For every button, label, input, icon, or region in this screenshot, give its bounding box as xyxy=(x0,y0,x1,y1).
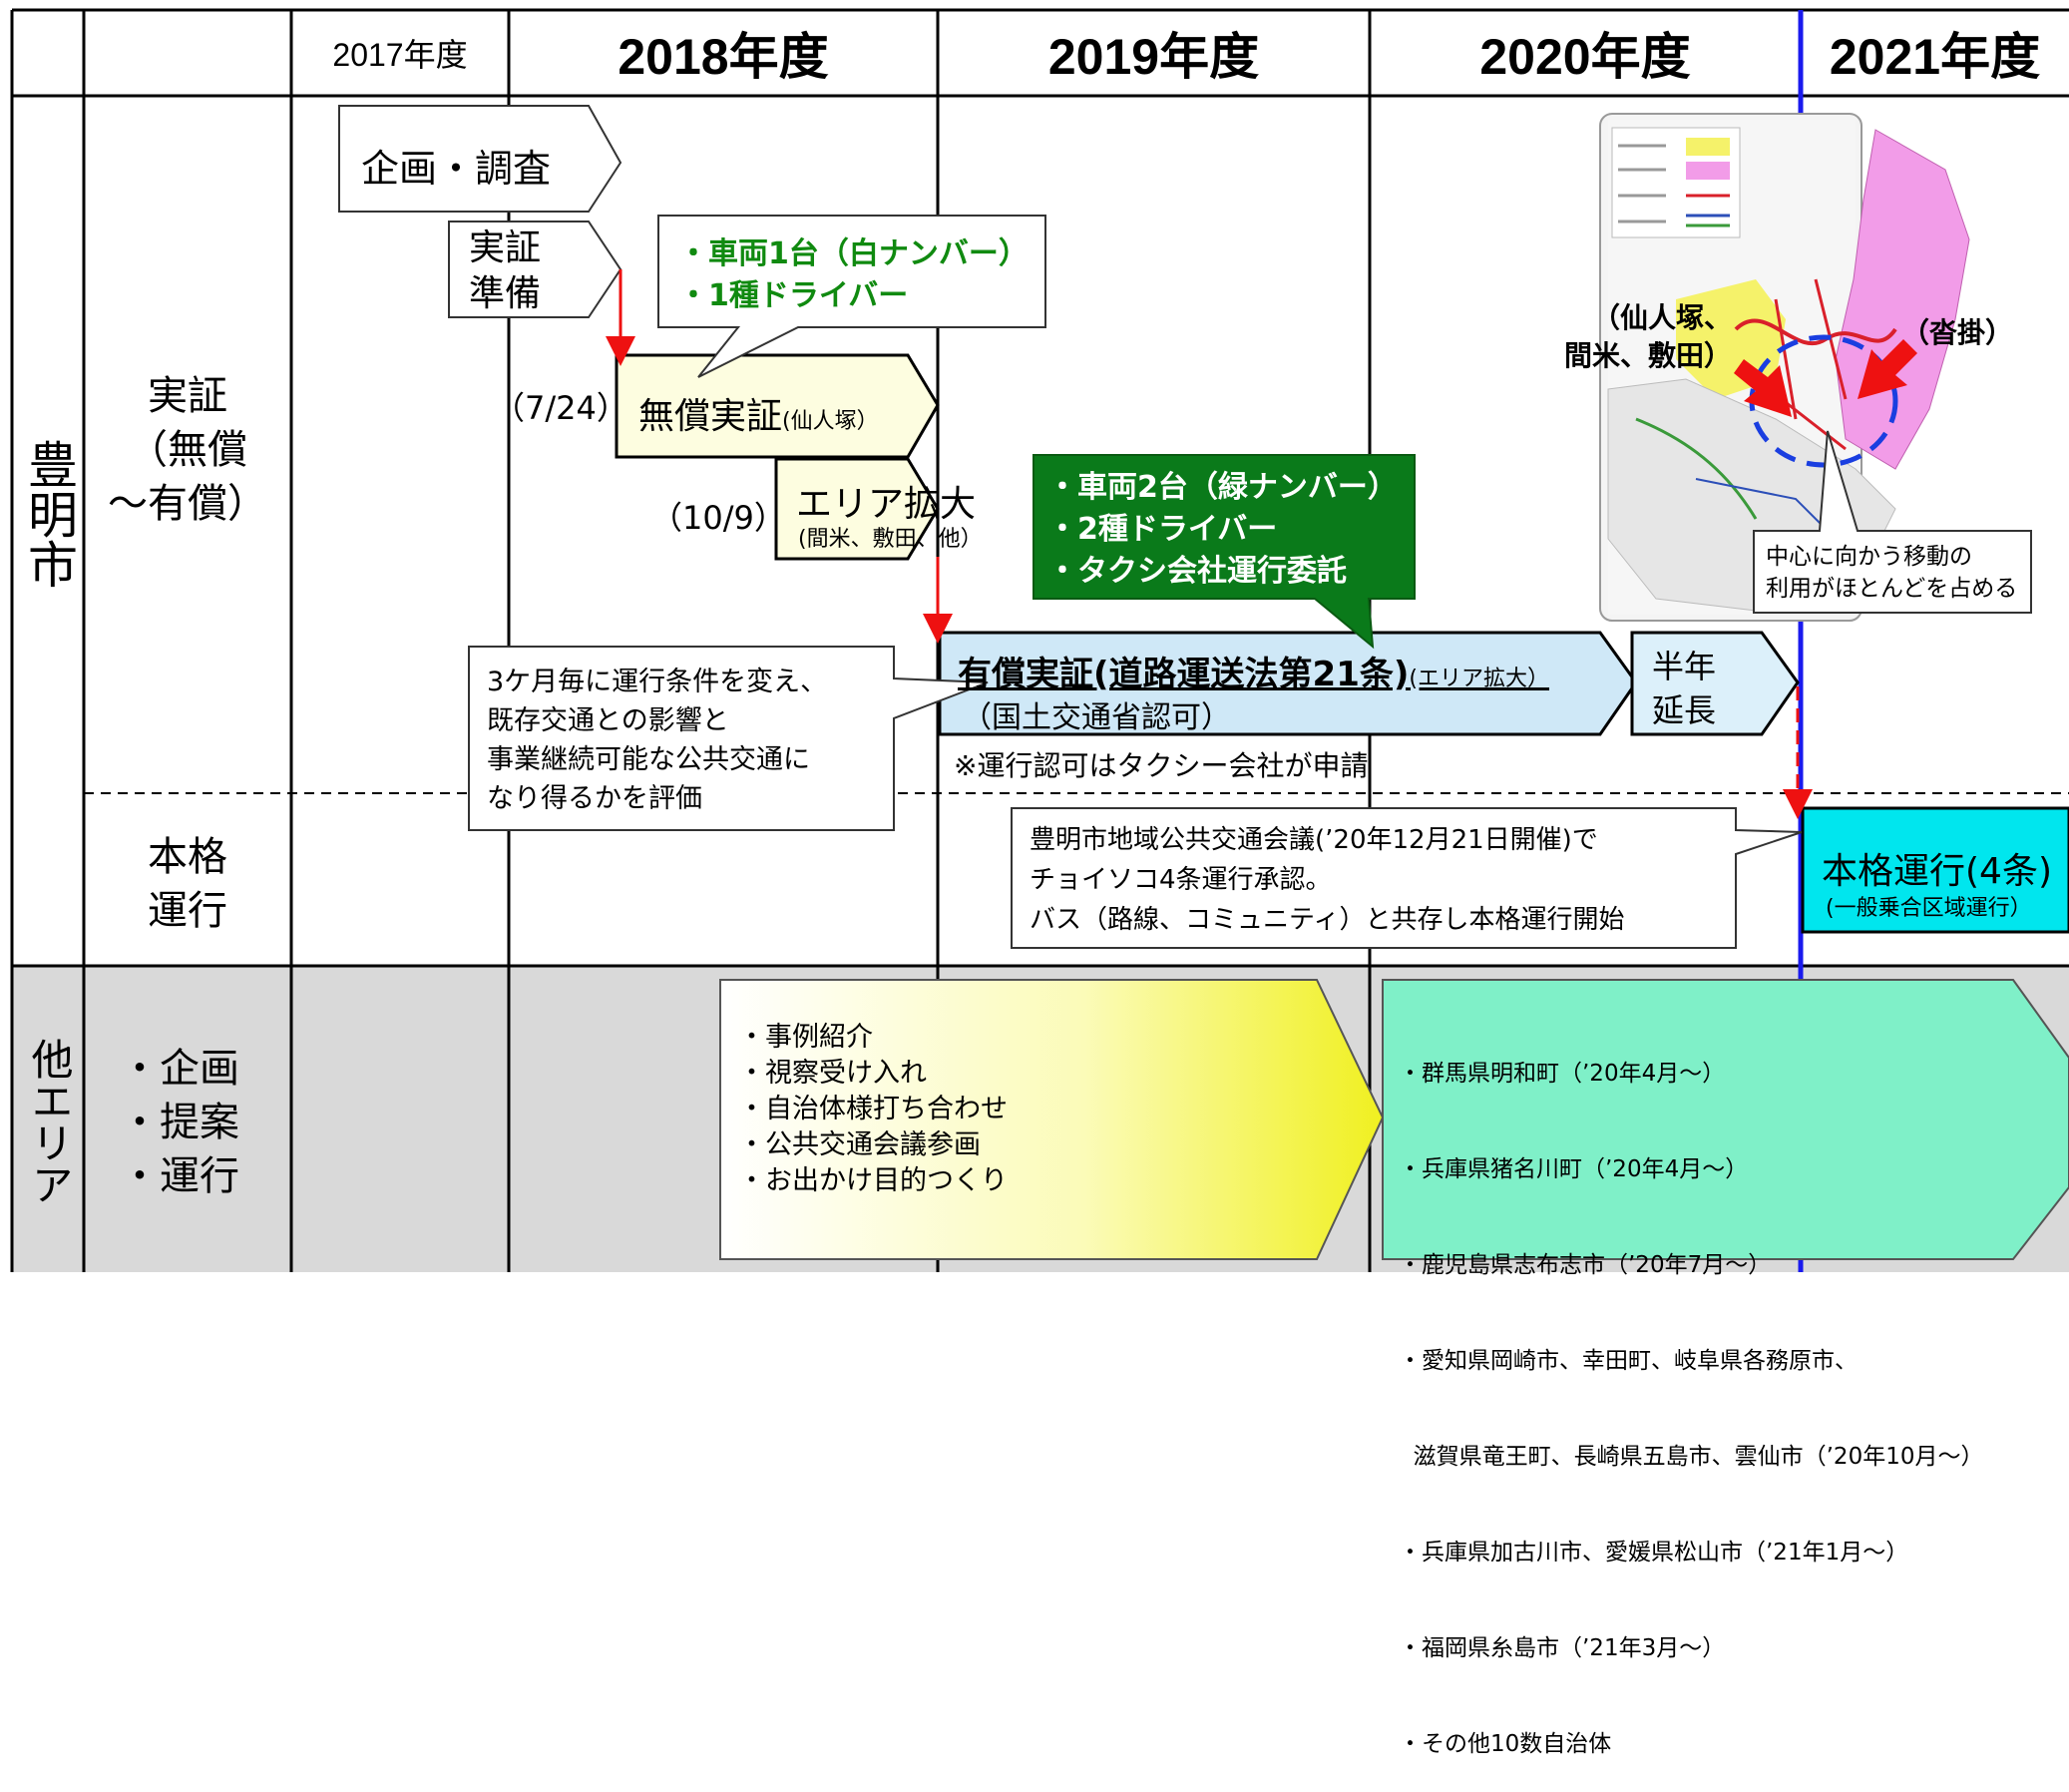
phase-area: エリア拡大 xyxy=(796,484,977,525)
deployment-item: ・愛知県岡崎市、幸田町、岐阜県各務原市、 xyxy=(1399,1348,1858,1374)
header-year-2019: 2019年度 xyxy=(1047,29,1260,85)
phase-area-sub: (間米、敷田、他） xyxy=(798,527,983,552)
deployment-item: ・福岡県糸島市（’21年3月～） xyxy=(1399,1635,1726,1661)
phase-hantoshi: 半年 延長 xyxy=(1652,645,1716,732)
phase-kikaku: 企画・調査 xyxy=(361,147,552,191)
callout-eval-2: 既存交通との影響と xyxy=(487,705,729,736)
phase-musho: 無償実証(仙人塚） xyxy=(638,387,879,439)
phase-yusho-sub: (エリア拡大） xyxy=(1409,667,1549,691)
deployments-shape xyxy=(1382,979,2069,1260)
map-note-shape xyxy=(1753,430,2032,614)
row-label-other: ・企画 ・提案 ・運行 xyxy=(120,1042,291,1203)
callout-eval-4: なり得るかを評価 xyxy=(487,783,702,814)
deployment-item: ・兵庫県猪名川町（’20年4月～） xyxy=(1399,1156,1749,1182)
deployment-item: 滋賀県竜王町、長崎県五島市、雲仙市（’20年10月～） xyxy=(1399,1444,1984,1470)
phase-yusho-line2: （国土交通省認可） xyxy=(962,700,1231,735)
header-year-2017: 2017年度 xyxy=(332,37,468,73)
legend-swatch-yellow xyxy=(1686,138,1730,156)
grid-layer xyxy=(10,8,2069,1272)
kikaku-shape xyxy=(338,105,622,213)
callout-eval: 3ケ月毎に運行条件を変え、 既存交通との影響と 事業継続可能な公共交通に なり得… xyxy=(487,663,827,818)
phase-area-date: （10/9） xyxy=(650,499,786,537)
deployment-item: ・鹿児島県志布志市（’20年7月～） xyxy=(1399,1252,1772,1278)
side-label-other: 他エリア xyxy=(25,1038,74,1205)
map-label-left-1: （仙人塚、 xyxy=(1591,301,1732,334)
phase-musho-date: （7/24） xyxy=(493,389,628,427)
activity-item: ・事例紹介 xyxy=(738,1022,873,1053)
activities-shape xyxy=(719,979,1385,1260)
phase-musho-label: 無償実証 xyxy=(638,396,783,437)
eval-callout-shape xyxy=(468,646,989,831)
phase-honkaku: 本格運行(4条) xyxy=(1822,851,2052,892)
row-label-other-3: ・運行 xyxy=(120,1153,239,1199)
callout-vehicle1-2: ・1種ドライバー xyxy=(678,278,909,313)
phase-junbi-1: 実証 xyxy=(469,227,542,268)
area-shape xyxy=(774,457,940,561)
map-label-right: （沓掛） xyxy=(1901,316,2014,349)
row-label-other-1: ・企画 xyxy=(120,1046,239,1092)
callout-vehicle1-1: ・車両1台（白ナンバー） xyxy=(678,236,1029,271)
map-arrow-left xyxy=(1734,359,1792,417)
phase-yusho-note: ※運行認可はタクシー会社が申請 xyxy=(954,749,1369,782)
row-label-honkaku-1: 本格 xyxy=(148,834,227,880)
activities-list: ・事例紹介 ・視察受け入れ ・自治体様打ち合わせ ・公共交通会議参画 ・お出かけ… xyxy=(738,1020,1008,1199)
map-image xyxy=(1607,120,1970,615)
callout-vehicle2: ・車両2台（緑ナンバー） ・2種ドライバー ・タクシ会社運行委託 xyxy=(1047,467,1398,593)
hantoshi-shape xyxy=(1630,631,1800,736)
header-year-2018: 2018年度 xyxy=(618,29,829,85)
map-note-1: 中心に向かう移動の xyxy=(1766,544,1972,570)
header-year-2021: 2021年度 xyxy=(1829,29,2041,85)
phase-hantoshi-1: 半年 xyxy=(1652,648,1717,685)
phase-yusho: 有償実証(道路運送法第21条)(エリア拡大） xyxy=(958,647,1549,695)
phase-honkaku-sub: (一般乗合区域運行） xyxy=(1826,896,2032,921)
deployment-item: ・その他10数自治体 xyxy=(1399,1731,1612,1757)
activity-item: ・視察受け入れ xyxy=(738,1058,927,1089)
callout-vehicle1: ・車両1台（白ナンバー） ・1種ドライバー xyxy=(678,233,1029,317)
activity-item: ・お出かけ目的つくり xyxy=(738,1165,1008,1196)
callout-eval-1: 3ケ月毎に運行条件を変え、 xyxy=(487,667,828,697)
deployments-list: ・群馬県明和町（’20年4月～） ・兵庫県猪名川町（’20年4月～） ・鹿児島県… xyxy=(1399,994,1983,1792)
callout-council-3: バス（路線、コミュニティ）と共存し本格運行開始 xyxy=(1030,905,1625,935)
row-label-honkaku-2: 運行 xyxy=(148,888,227,934)
row-label-honkaku: 本格 運行 xyxy=(84,830,291,938)
deployment-item: ・兵庫県加古川市、愛媛県松山市（’21年1月～） xyxy=(1399,1540,1909,1566)
activity-item: ・公共交通会議参画 xyxy=(738,1129,981,1160)
callout-vehicle2-1: ・車両2台（緑ナンバー） xyxy=(1047,470,1398,505)
legend-swatch-pink xyxy=(1686,162,1730,180)
yusho-shape xyxy=(938,631,1638,736)
row-label-jissho-3: ～有償） xyxy=(108,481,267,527)
side-label-toyoake: 豊明市 xyxy=(20,439,78,589)
phase-junbi: 実証 準備 xyxy=(469,225,541,317)
phase-yusho-label: 有償実証(道路運送法第21条) xyxy=(958,655,1410,694)
row-label-jissho: 実証 （無償 ～有償） xyxy=(84,369,291,531)
vehicle2-callout-shape xyxy=(1033,454,1416,650)
callout-eval-3: 事業継続可能な公共交通に xyxy=(487,744,810,775)
map-note-2: 利用がほとんどを占める xyxy=(1766,576,2018,602)
vehicle1-callout-shape xyxy=(657,215,1046,378)
row-label-jissho-2: （無償 xyxy=(128,427,247,473)
callout-vehicle2-2: ・2種ドライバー xyxy=(1047,512,1278,547)
activity-item: ・自治体様打ち合わせ xyxy=(738,1094,1008,1124)
map-label-left-2: 間米、敷田） xyxy=(1563,339,1732,372)
phase-hantoshi-2: 延長 xyxy=(1652,691,1717,729)
map-note: 中心に向かう移動の 利用がほとんどを占める xyxy=(1766,541,2017,605)
musho-shape xyxy=(615,353,940,459)
phase-musho-sub: (仙人塚） xyxy=(782,409,879,434)
header-year-2020: 2020年度 xyxy=(1479,29,1691,85)
callout-vehicle2-3: ・タクシ会社運行委託 xyxy=(1047,554,1347,589)
row-label-jissho-1: 実証 xyxy=(148,373,227,419)
map-arrow-right xyxy=(1858,339,1917,399)
map-label-left: （仙人塚、 間米、敷田） xyxy=(1532,299,1732,375)
row-label-other-2: ・提案 xyxy=(120,1100,239,1145)
deployment-item: ・群馬県明和町（’20年4月～） xyxy=(1399,1061,1726,1087)
callout-council: 豊明市地域公共交通会議(’20年12月21日開催)で チョイソコ4条運行承認。 … xyxy=(1030,820,1624,940)
phase-junbi-2: 準備 xyxy=(469,273,542,314)
council-callout-shape xyxy=(1011,807,1803,949)
callout-council-2: チョイソコ4条運行承認。 xyxy=(1030,865,1332,895)
callout-council-1: 豊明市地域公共交通会議(’20年12月21日開催)で xyxy=(1030,825,1598,855)
junbi-shape xyxy=(448,221,622,318)
honkaku-shape xyxy=(1801,806,2069,934)
